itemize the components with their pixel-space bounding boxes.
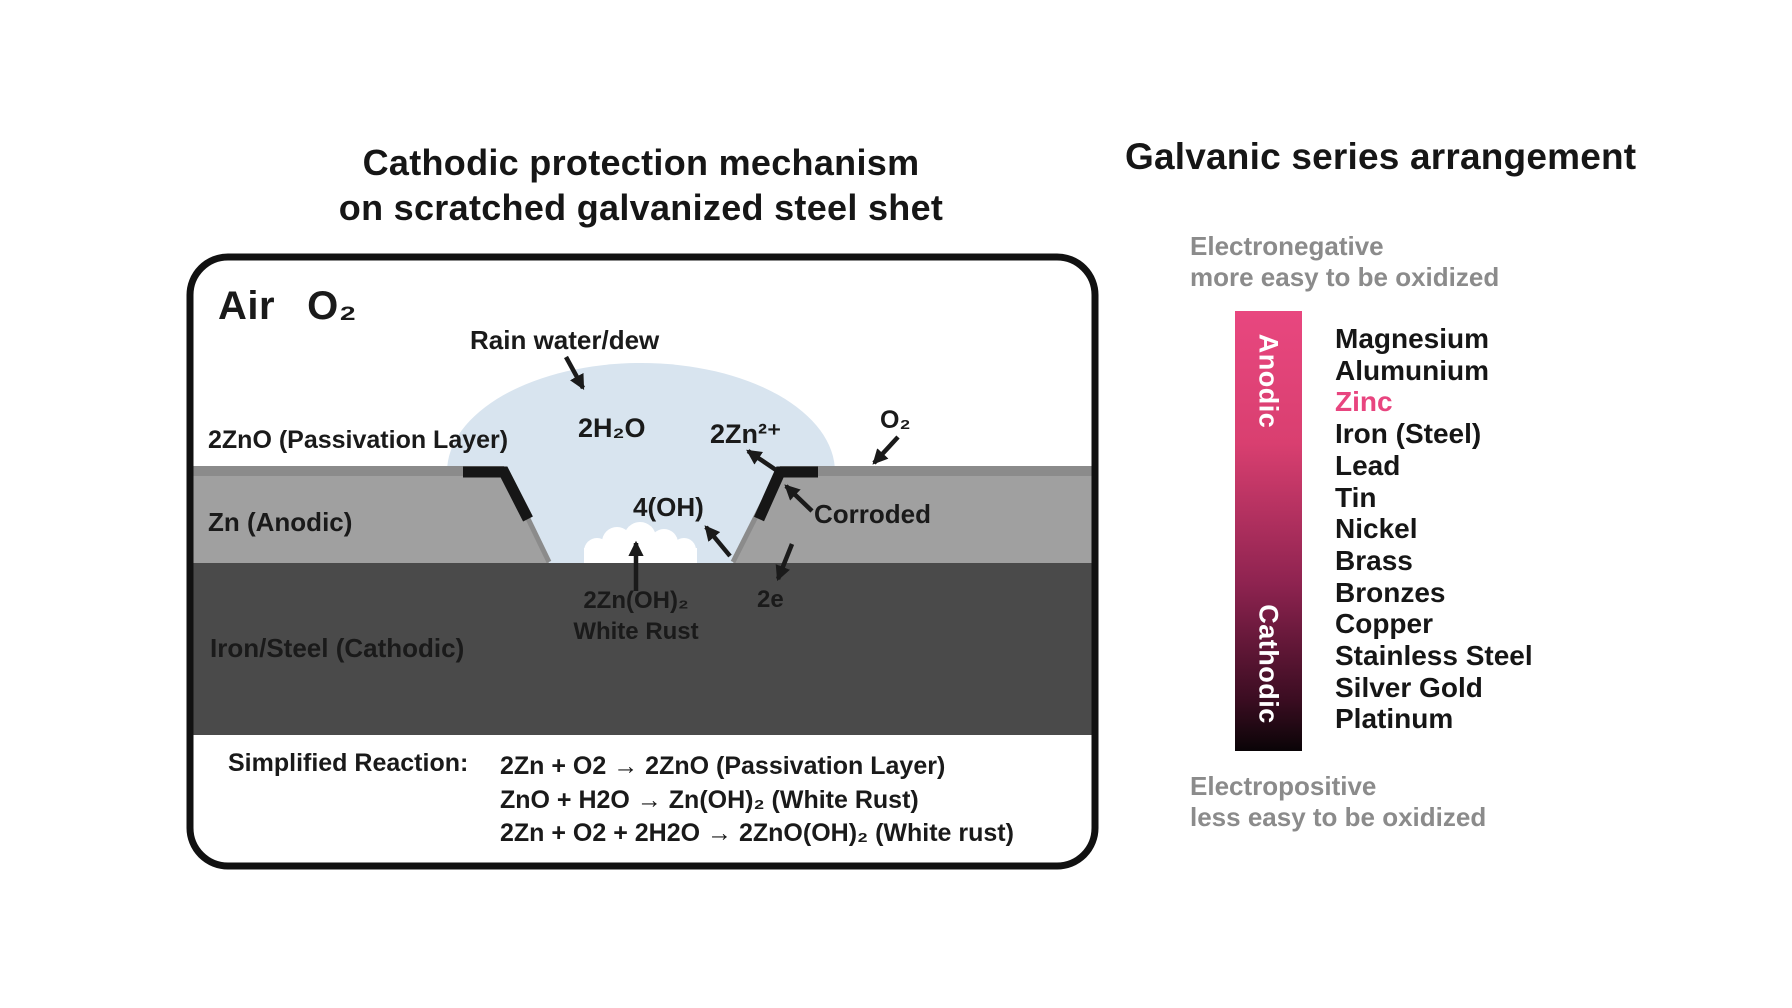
electronegative-note-line1: Electronegative <box>1190 231 1384 261</box>
metal-item: Platinum <box>1335 703 1454 735</box>
air-o2-label: O₂ <box>307 284 357 328</box>
white-rust-cloud <box>584 522 697 564</box>
scratch-black-edges <box>463 466 818 522</box>
h2o-label: 2H₂O <box>578 413 646 443</box>
white-rust-label: White Rust <box>573 618 699 645</box>
metal-item: Lead <box>1335 449 1401 481</box>
diagram-title-line1: Cathodic protection mechanism <box>362 142 920 183</box>
metal-item: Nickel <box>1335 513 1418 545</box>
iron-steel-label: Iron/Steel (Cathodic) <box>210 633 465 663</box>
anodic-label: Anodic <box>1253 333 1284 429</box>
metal-item: Iron (Steel) <box>1335 418 1482 450</box>
air-label-row: Air O₂ <box>218 284 357 328</box>
electronegative-note: Electronegative more easy to be oxidized <box>1190 231 1499 293</box>
steel-layer <box>191 563 1094 735</box>
electron-arrow <box>775 543 795 582</box>
diagram-title: Cathodic protection mechanism on scratch… <box>241 140 1041 230</box>
o2-arrow <box>872 435 900 465</box>
metal-item: Brass <box>1335 544 1413 576</box>
metal-item: Stainless Steel <box>1335 640 1533 672</box>
reaction-heading: Simplified Reaction: <box>228 749 469 777</box>
diagram-title-line2: on scratched galvanized steel shet <box>338 187 944 228</box>
oh-arrow <box>704 525 732 558</box>
galvanic-gradient-bar <box>1235 311 1302 751</box>
diagram-box-border <box>186 253 1099 870</box>
electron-label: 2e <box>757 586 784 613</box>
metal-item: Bronzes <box>1335 576 1446 608</box>
electropositive-note-line2: less easy to be oxidized <box>1190 802 1487 832</box>
metal-item: Copper <box>1335 608 1433 640</box>
metal-item: Silver Gold <box>1335 671 1483 703</box>
white-rust-formula-label: 2Zn(OH)₂ <box>583 587 689 614</box>
electropositive-note: Electropositive less easy to be oxidized <box>1190 771 1486 833</box>
metal-item: Tin <box>1335 481 1377 513</box>
zn-ion-arrow <box>746 449 778 472</box>
reaction-equations: 2Zn + O2 → 2ZnO (Passivation Layer) ZnO … <box>500 750 1014 851</box>
oh-label: 4(OH) <box>633 492 704 522</box>
cathodic-label: Cathodic <box>1253 604 1284 724</box>
zn-ion-label: 2Zn²⁺ <box>710 419 782 449</box>
air-label: Air <box>218 284 276 328</box>
o2-label: O₂ <box>880 406 911 434</box>
corroded-arrow <box>784 484 814 513</box>
passivation-layer-label: 2ZnO (Passivation Layer) <box>208 426 509 454</box>
rain-water-label: Rain water/dew <box>470 325 660 355</box>
galvanic-title: Galvanic series arrangement <box>1125 136 1637 177</box>
corroded-label: Corroded <box>814 499 931 529</box>
zn-anodic-label: Zn (Anodic) <box>208 507 353 537</box>
reaction-line: 2Zn + O2 + 2H2O → 2ZnO(OH)₂ (White rust) <box>500 819 1014 847</box>
reaction-line: ZnO + H2O → Zn(OH)₂ (White Rust) <box>500 785 919 814</box>
flow-arrows <box>564 355 900 591</box>
galvanic-series-list: Magnesium Alumunium Zinc Iron (Steel) Le… <box>1335 323 1533 735</box>
electropositive-note-line1: Electropositive <box>1190 771 1377 801</box>
metal-item: Magnesium <box>1335 323 1490 354</box>
passivation-strip <box>191 466 1094 476</box>
electronegative-note-line2: more easy to be oxidized <box>1190 262 1500 292</box>
rain-arrow <box>564 355 585 391</box>
metal-item-zinc-highlight: Zinc <box>1335 386 1393 418</box>
metal-item: Alumunium <box>1335 354 1489 386</box>
zinc-layer <box>191 466 1094 563</box>
reaction-line: 2Zn + O2 → 2ZnO (Passivation Layer) <box>500 752 946 780</box>
